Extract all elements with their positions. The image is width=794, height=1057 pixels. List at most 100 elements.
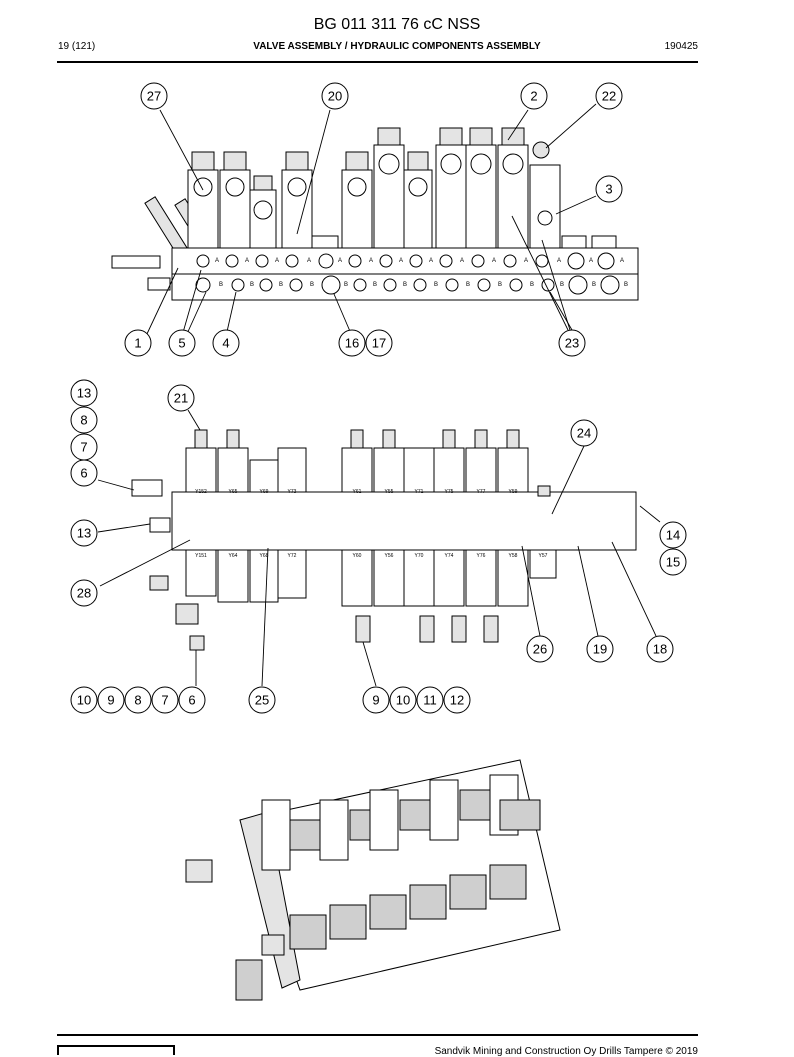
isometric-view bbox=[185, 759, 561, 1001]
coil-label: Y57 bbox=[539, 553, 548, 559]
callout-4: 4 bbox=[212, 329, 240, 357]
callout-7: 7 bbox=[151, 686, 179, 714]
callout-17: 17 bbox=[365, 329, 393, 357]
callout-9: 9 bbox=[362, 686, 390, 714]
svg-text:20: 20 bbox=[328, 89, 342, 104]
port-row-b: B B B B B B B B B B B B B B bbox=[195, 275, 628, 295]
document-code: 190425 bbox=[664, 41, 698, 52]
port-label-b: B bbox=[498, 282, 502, 288]
svg-text:9: 9 bbox=[372, 693, 379, 708]
coil-label: Y68 bbox=[260, 553, 269, 559]
coil-label: Y73 bbox=[288, 489, 297, 495]
port-label-a: A bbox=[275, 258, 279, 264]
coil-label: Y61 bbox=[353, 489, 362, 495]
port-label-a: A bbox=[245, 258, 249, 264]
port-label-b: B bbox=[250, 282, 254, 288]
port-label-b: B bbox=[466, 282, 470, 288]
svg-text:24: 24 bbox=[577, 426, 591, 441]
svg-text:5: 5 bbox=[178, 336, 185, 351]
svg-text:10: 10 bbox=[77, 693, 91, 708]
port-label-a: A bbox=[492, 258, 496, 264]
port-label-a: A bbox=[460, 258, 464, 264]
callout-13: 13 bbox=[70, 519, 98, 547]
callout-16: 16 bbox=[338, 329, 366, 357]
svg-text:15: 15 bbox=[666, 555, 680, 570]
iso-valves bbox=[185, 774, 541, 1001]
coil-label: Y65 bbox=[229, 489, 238, 495]
port-label-b: B bbox=[560, 282, 564, 288]
coil-label: Y70 bbox=[415, 553, 424, 559]
svg-text:27: 27 bbox=[147, 89, 161, 104]
svg-text:8: 8 bbox=[80, 413, 87, 428]
callout-5: 5 bbox=[168, 329, 196, 357]
svg-text:18: 18 bbox=[653, 642, 667, 657]
port-label-b: B bbox=[530, 282, 534, 288]
port-label-a: A bbox=[369, 258, 373, 264]
callout-6: 6 bbox=[70, 459, 98, 487]
svg-text:7: 7 bbox=[80, 440, 87, 455]
footer-rule bbox=[57, 1034, 698, 1036]
coil-label: Y64 bbox=[229, 553, 238, 559]
svg-text:11: 11 bbox=[423, 693, 437, 708]
port-label-a: A bbox=[429, 258, 433, 264]
coil-label: Y56 bbox=[385, 553, 394, 559]
callouts: 27 20 2 22 3 1 5 4 16 17 23 13 8 7 6 21 … bbox=[70, 82, 687, 714]
svg-text:21: 21 bbox=[174, 391, 188, 406]
callout-25: 25 bbox=[248, 686, 276, 714]
document-title: BG 011 311 76 cC NSS bbox=[313, 16, 481, 33]
svg-text:3: 3 bbox=[605, 182, 612, 197]
svg-text:12: 12 bbox=[450, 693, 464, 708]
coil-label: Y77 bbox=[477, 489, 486, 495]
svg-text:4: 4 bbox=[222, 336, 229, 351]
port-label-b: B bbox=[624, 282, 628, 288]
port-label-a: A bbox=[524, 258, 528, 264]
port-label-b: B bbox=[434, 282, 438, 288]
callout-27: 27 bbox=[140, 82, 168, 110]
top-view: A A A A A A A A A A A A A A B B B bbox=[111, 103, 639, 337]
svg-text:28: 28 bbox=[77, 586, 91, 601]
svg-text:22: 22 bbox=[602, 89, 616, 104]
callout-24: 24 bbox=[570, 419, 598, 447]
svg-text:1: 1 bbox=[134, 336, 141, 351]
coil-label: Y60 bbox=[353, 553, 362, 559]
fitting bbox=[147, 277, 171, 291]
coil-label: Y151 bbox=[195, 553, 207, 559]
page-number: 19 (121) bbox=[58, 41, 96, 52]
callout-13: 13 bbox=[70, 379, 98, 407]
callout-9: 9 bbox=[97, 686, 125, 714]
port-label-a: A bbox=[399, 258, 403, 264]
svg-text:7: 7 bbox=[161, 693, 168, 708]
callout-14: 14 bbox=[659, 521, 687, 549]
coil-label: Y58 bbox=[509, 553, 518, 559]
coil-labels-upper: Y152 Y65 Y69 Y73 Y61 Y55 Y71 Y75 Y77 Y59 bbox=[195, 489, 518, 495]
coil-label: Y71 bbox=[415, 489, 424, 495]
port-label-a: A bbox=[338, 258, 342, 264]
svg-text:2: 2 bbox=[530, 89, 537, 104]
callout-10: 10 bbox=[389, 686, 417, 714]
coil-label: Y76 bbox=[477, 553, 486, 559]
callout-3: 3 bbox=[595, 175, 623, 203]
callout-26: 26 bbox=[526, 635, 554, 663]
callout-1: 1 bbox=[124, 329, 152, 357]
port-label-b: B bbox=[310, 282, 314, 288]
coil-labels-lower: Y151 Y64 Y68 Y72 Y60 Y56 Y70 Y74 Y76 Y58… bbox=[195, 553, 548, 559]
callout-12: 12 bbox=[443, 686, 471, 714]
svg-text:23: 23 bbox=[565, 336, 579, 351]
coil-label: Y74 bbox=[445, 553, 454, 559]
svg-text:17: 17 bbox=[372, 336, 386, 351]
svg-text:19: 19 bbox=[593, 642, 607, 657]
coil-label: Y55 bbox=[385, 489, 394, 495]
svg-text:26: 26 bbox=[533, 642, 547, 657]
port-label-a: A bbox=[589, 258, 593, 264]
port-label-b: B bbox=[373, 282, 377, 288]
fitting bbox=[131, 479, 163, 497]
callout-6: 6 bbox=[178, 686, 206, 714]
port-label-b: B bbox=[403, 282, 407, 288]
header-rule bbox=[57, 61, 698, 63]
callout-21: 21 bbox=[167, 384, 195, 412]
port-label-a: A bbox=[557, 258, 561, 264]
coil-label: Y59 bbox=[509, 489, 518, 495]
callout-28: 28 bbox=[70, 579, 98, 607]
port-label-b: B bbox=[344, 282, 348, 288]
